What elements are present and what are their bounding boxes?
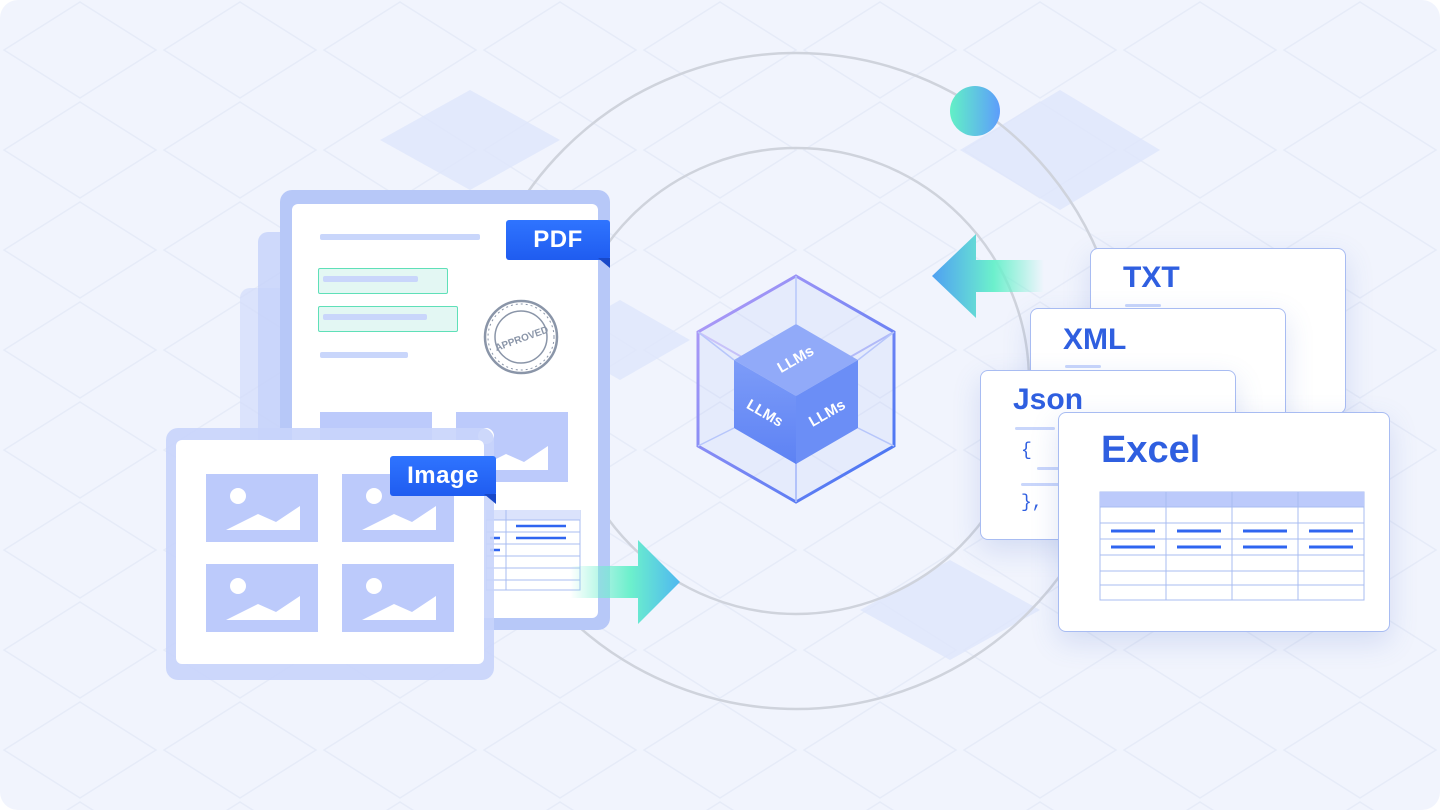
image-tag-fold (484, 494, 496, 504)
json-close-brace: }, (1021, 493, 1043, 513)
image-icon (342, 564, 454, 632)
excel-card: Excel (1058, 412, 1390, 632)
image-card (176, 440, 484, 664)
excel-table (1099, 491, 1365, 601)
json-label: Json (1013, 383, 1084, 416)
highlight-field-1 (318, 268, 448, 294)
pdf-tag-fold (598, 258, 610, 268)
image-icon (206, 564, 318, 632)
pdf-tag: PDF (506, 220, 610, 260)
txt-label: TXT (1123, 261, 1180, 294)
image-tag: Image (390, 456, 496, 496)
highlight-field-2 (318, 306, 458, 332)
pdf-table (486, 510, 581, 591)
arrow-right-icon (570, 540, 680, 624)
svg-text:APPROVED: APPROVED (494, 325, 551, 355)
image-icon (206, 474, 318, 542)
excel-label: Excel (1101, 429, 1201, 471)
xml-label: XML (1063, 323, 1127, 356)
json-open-brace: { (1021, 441, 1032, 461)
llm-cube-icon: LLMs LLMs LLMs (696, 274, 896, 504)
approved-stamp-icon: APPROVED (483, 299, 559, 375)
arrow-left-icon (932, 234, 1044, 318)
orbit-dot (950, 86, 1000, 136)
